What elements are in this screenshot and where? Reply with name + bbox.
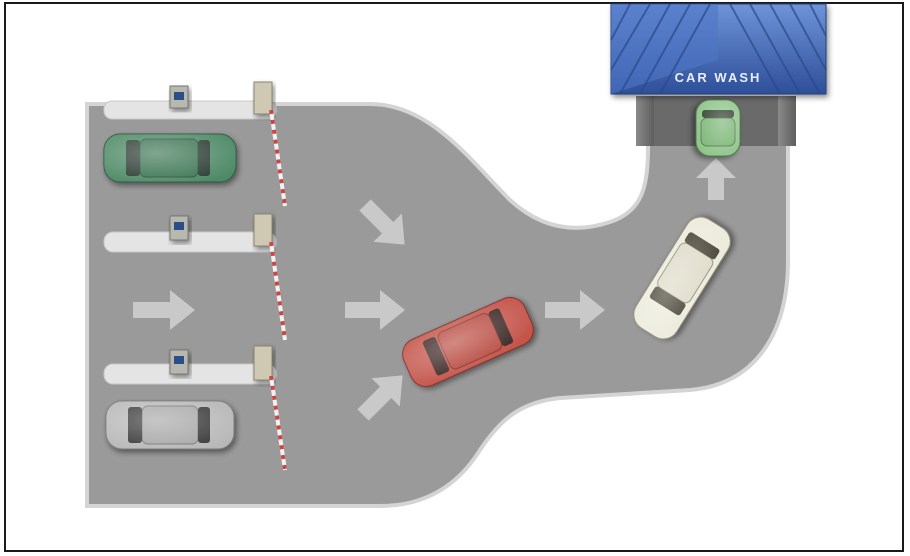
barrier-post: [254, 214, 272, 246]
car-silver-parked: [106, 401, 234, 449]
toll-booth-icon: [170, 86, 188, 108]
car-green-parked: [104, 134, 236, 182]
barrier-post: [254, 82, 272, 114]
car-wash-sign: CAR WASH: [675, 70, 762, 85]
toll-booth-icon: [170, 216, 188, 240]
parking-island-bottom: [104, 364, 276, 384]
toll-booth-icon: [170, 350, 188, 374]
car-lime-in-wash: [696, 100, 740, 156]
parking-island-top: [104, 101, 276, 119]
barrier-post: [254, 346, 272, 380]
parking-island-middle: [104, 232, 276, 252]
